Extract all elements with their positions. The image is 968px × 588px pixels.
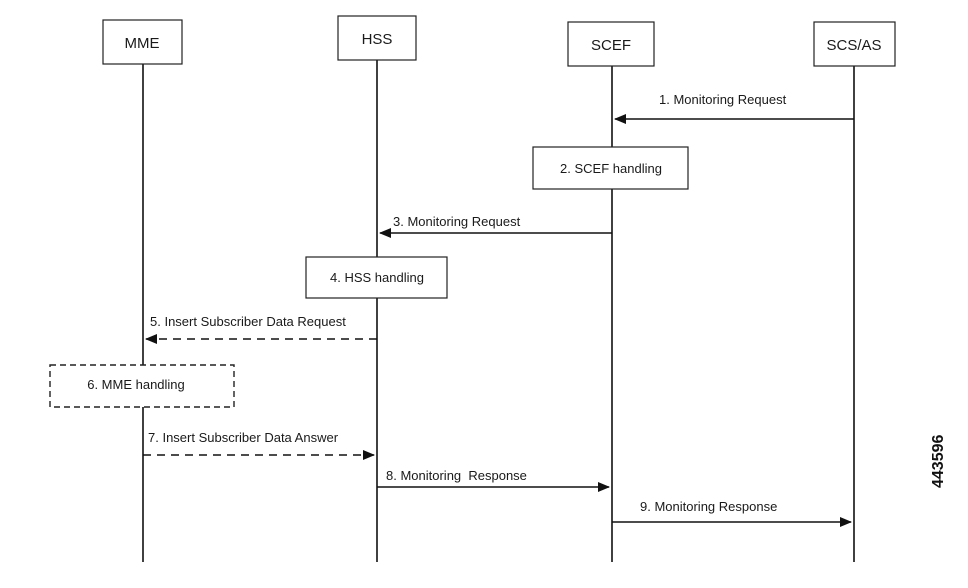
process-2-scef-handling: 2. SCEF handling	[532, 146, 689, 190]
process-2-label: 2. SCEF handling	[560, 161, 662, 176]
participant-mme-label: MME	[125, 35, 160, 52]
participant-scs-as: SCS/AS	[813, 21, 896, 67]
process-6-mme-handling: 6. MME handling	[49, 364, 235, 408]
figure-id: 443596	[930, 434, 947, 488]
participant-hss-label: HSS	[362, 31, 393, 48]
message-1-monitoring-request: 1. Monitoring Request	[614, 92, 854, 124]
message-8-label: 8. Monitoring Response	[386, 468, 527, 483]
message-7-insert-subscriber-data-answer: 7. Insert Subscriber Data Answer	[143, 430, 375, 460]
process-4-hss-handling: 4. HSS handling	[305, 256, 448, 299]
message-1-label: 1. Monitoring Request	[659, 92, 787, 107]
participant-scef: SCEF	[567, 21, 655, 67]
participant-hss: HSS	[337, 15, 417, 61]
message-5-label: 5. Insert Subscriber Data Request	[150, 314, 346, 329]
participant-scef-label: SCEF	[591, 37, 631, 54]
message-3-label: 3. Monitoring Request	[393, 214, 521, 229]
message-3-monitoring-request: 3. Monitoring Request	[379, 214, 612, 238]
message-9-label: 9. Monitoring Response	[640, 499, 777, 514]
participant-scs-as-label: SCS/AS	[826, 37, 881, 54]
message-8-monitoring-response: 8. Monitoring Response	[377, 468, 610, 492]
process-4-label: 4. HSS handling	[330, 270, 424, 285]
message-7-label: 7. Insert Subscriber Data Answer	[148, 430, 339, 445]
message-5-insert-subscriber-data-request: 5. Insert Subscriber Data Request	[145, 314, 377, 344]
participant-mme: MME	[102, 19, 183, 65]
message-9-monitoring-response: 9. Monitoring Response	[612, 499, 852, 527]
process-6-label: 6. MME handling	[87, 377, 185, 392]
